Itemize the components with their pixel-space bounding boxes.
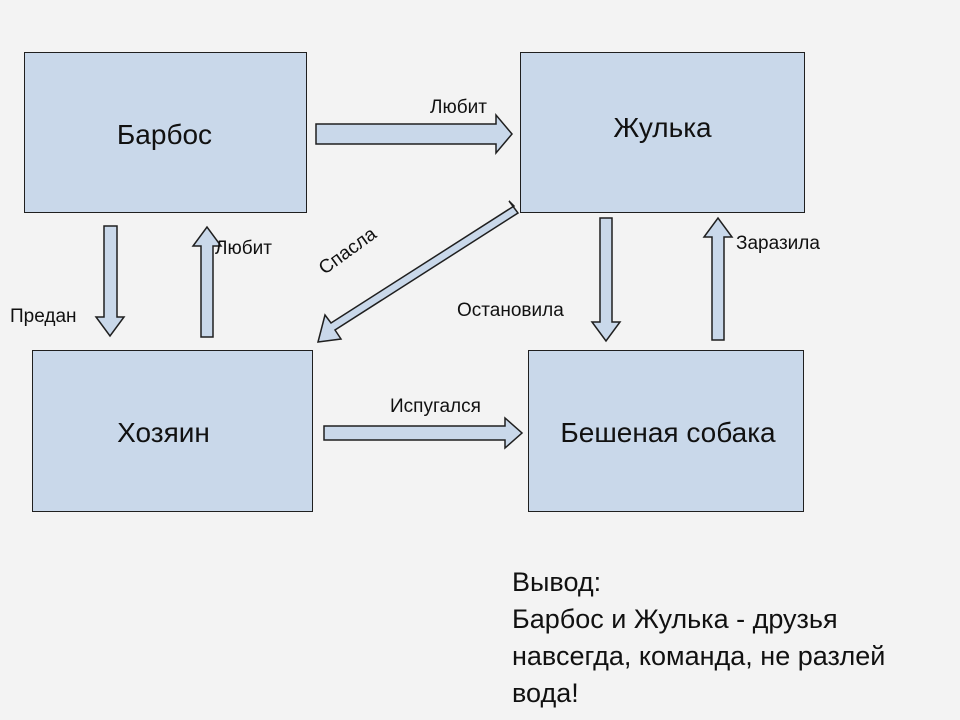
conclusion-heading: Вывод: [512,567,602,597]
edge-label-master-to-mad-dog: Испугался [390,396,481,417]
edge-label-barbos-to-zhulka: Любит [430,97,487,118]
edge-label-barbos-to-master: Предан [10,306,77,327]
conclusion-line: Барбос и Жулька - друзья [512,604,838,634]
node-master: Хозяин [32,350,313,512]
arrow-zhulka-to-master [316,200,520,343]
conclusion-block: Вывод: Барбос и Жулька - друзья навсегда… [512,564,885,712]
arrow-barbos-to-master [94,225,126,338]
edge-label-mad-dog-to-zhulka: Заразила [736,233,820,254]
arrow-barbos-to-zhulka [315,112,513,156]
conclusion-line: вода! [512,678,579,708]
arrow-zhulka-to-mad-dog [590,217,622,343]
node-zhulka: Жулька [520,52,805,213]
arrow-master-to-barbos [191,225,223,338]
arrow-master-to-mad-dog [323,416,524,450]
edge-label-master-to-barbos: Любит [215,238,272,259]
node-mad-dog: Бешеная собака [528,350,804,512]
node-barbos-label: Барбос [116,118,213,150]
node-mad-dog-label: Бешеная собака [560,417,776,448]
node-zhulka-label: Жулька [613,111,712,143]
edge-label-zhulka-to-mad-dog: Остановила [457,300,564,321]
node-barbos: Барбос [24,52,307,213]
conclusion-line: навсегда, команда, не разлей [512,641,886,671]
node-master-label: Хозяин [117,417,210,448]
arrow-mad-dog-to-zhulka [702,216,734,341]
